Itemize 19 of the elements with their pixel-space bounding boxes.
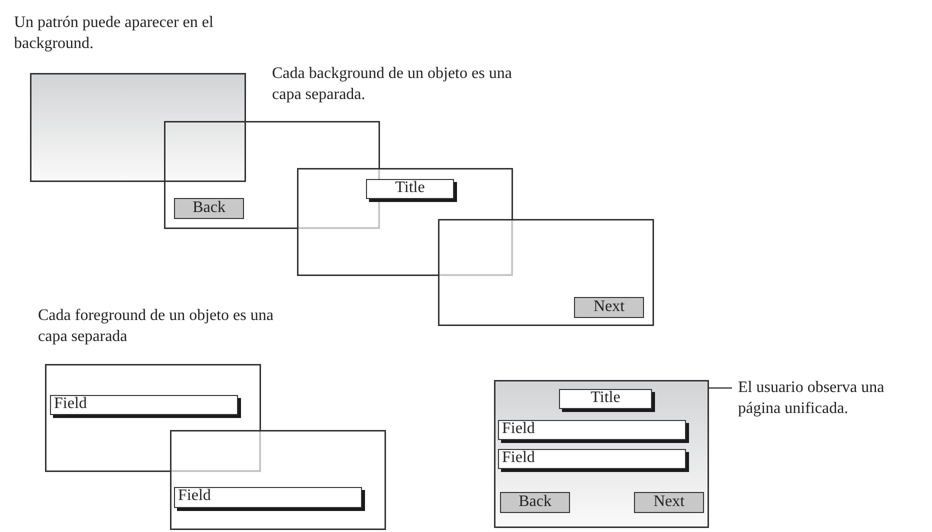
annotation-text: Cada foreground de un objeto es una capa separada <box>38 306 274 347</box>
next-button: Next <box>574 297 644 318</box>
leader-line <box>709 387 732 389</box>
back-button: Back <box>500 492 570 513</box>
text-field: Field <box>498 449 686 469</box>
next-button: Next <box>634 492 704 513</box>
background-layer <box>438 219 654 326</box>
title-field: Title <box>559 389 652 409</box>
annotation-text: Un patrón puede aparecer en el background. <box>14 13 214 54</box>
unified-page <box>494 380 709 528</box>
text-field: Field <box>174 487 362 508</box>
foreground-layer <box>45 364 261 472</box>
back-button: Back <box>174 198 244 219</box>
text-field: Field <box>498 420 686 440</box>
foreground-layer <box>170 430 386 530</box>
text-field: Field <box>50 395 238 415</box>
annotation-text: Cada background de un objeto es una capa separada. <box>272 64 512 105</box>
background-layer <box>30 73 246 182</box>
callout-text: El usuario observa una página unificada. <box>738 377 928 423</box>
